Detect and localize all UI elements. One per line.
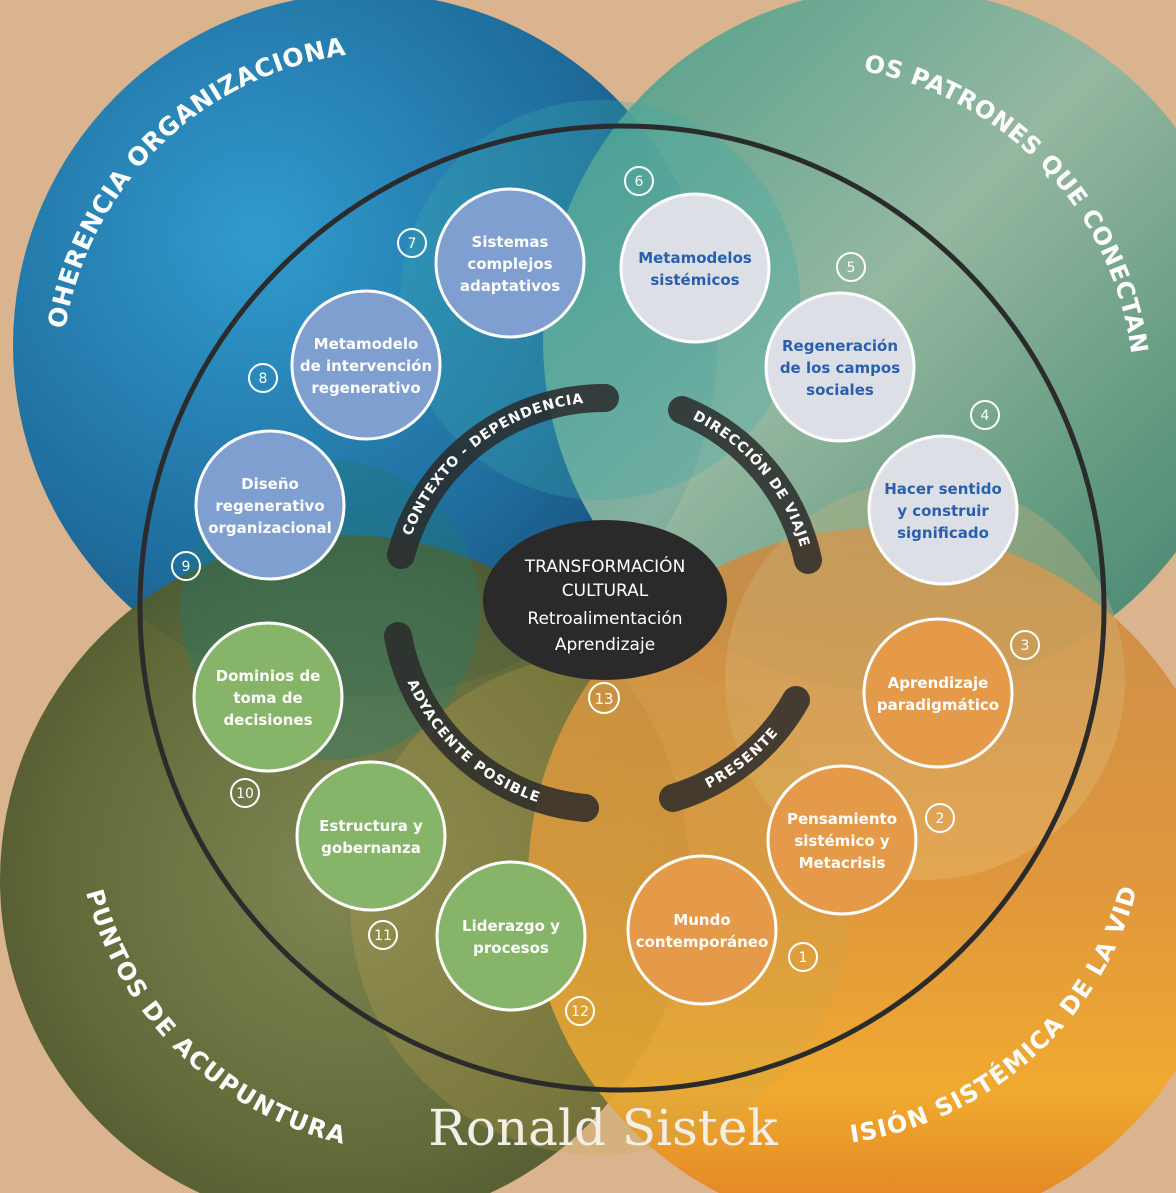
node-circle (862, 617, 1014, 769)
node-6: Metamodelos sistémicos 6 (619, 166, 771, 344)
node-label-line: Hacer sentido (884, 480, 1002, 498)
node-number-badge (836, 252, 866, 282)
node-label-line: Sistemas (472, 233, 549, 251)
node-number: 8 (259, 371, 268, 387)
center-line-4: Aprendizaje (555, 635, 655, 655)
node-label-line: sistémico y (794, 832, 890, 850)
node-circle (434, 187, 586, 339)
node-label-line: Dominios de (216, 667, 321, 685)
center-ellipse (483, 520, 727, 680)
node-4: Hacer sentido y construir significado 4 (867, 400, 1019, 586)
node-number-badge (624, 166, 654, 196)
arc-band-bottom-left (384, 622, 599, 822)
node-9: Diseño regenerativo organizacional 9 (171, 429, 346, 581)
node-number: 3 (1021, 638, 1030, 654)
node-7: Sistemas complejos adaptativos 7 (397, 187, 586, 339)
node-number-badge (788, 942, 818, 972)
center-number-badge (588, 682, 620, 714)
node-number: 9 (182, 559, 191, 575)
center-line-2: CULTURAL (562, 581, 649, 601)
node-circle (295, 760, 447, 912)
node-circle (290, 289, 442, 441)
node-label-line: Metamodelos (638, 249, 752, 267)
node-label-line: significado (897, 524, 989, 542)
node-label-line: complejos (467, 255, 552, 273)
node-number: 2 (936, 811, 945, 827)
node-circle (766, 764, 918, 916)
node-3: Aprendizaje paradigmático 3 (862, 617, 1040, 769)
node-circle (867, 434, 1019, 586)
node-8: Metamodelo de intervención regenerativo 8 (248, 289, 442, 441)
node-2: Pensamiento sistémico y Metacrisis 2 (766, 764, 955, 916)
node-number: 5 (847, 260, 856, 276)
node-label-line: regenerativo (311, 379, 420, 397)
node-number-badge (230, 778, 260, 808)
node-label-line: Liderazgo y (462, 917, 560, 935)
arc-band-bottom-right (659, 686, 810, 812)
node-circle (194, 429, 346, 581)
node-number-badge (565, 996, 595, 1026)
node-label-line: de los campos (780, 359, 900, 377)
node-number: 6 (635, 174, 644, 190)
node-label-line: Mundo (673, 911, 730, 929)
node-label-line: y construir (897, 502, 989, 520)
node-number: 12 (571, 1004, 589, 1020)
node-label-line: organizacional (208, 519, 332, 537)
node-label-line: de intervención (300, 357, 432, 375)
node-number-badge (368, 920, 398, 950)
node-label-line: toma de (233, 689, 302, 707)
node-label-line: Estructura y (319, 817, 423, 835)
node-number-badge (171, 551, 201, 581)
node-label-line: Metamodelo (314, 335, 419, 353)
node-5: Regeneración de los campos sociales 5 (764, 252, 916, 443)
node-label-line: Regeneración (782, 337, 898, 355)
center-line-3: Retroalimentación (527, 609, 682, 629)
node-number: 4 (981, 408, 990, 424)
node-number: 7 (408, 236, 417, 252)
node-12: Liderazgo y procesos 12 (435, 860, 595, 1026)
node-10: Dominios de toma de decisiones 10 (192, 621, 344, 808)
node-label-line: Pensamiento (787, 810, 897, 828)
center-line-1: TRANSFORMACIÓN (524, 555, 686, 577)
node-number: 11 (374, 928, 392, 944)
node-circle (619, 192, 771, 344)
node-label-line: paradigmático (877, 696, 999, 714)
signature: Ronald Sistek (428, 1099, 778, 1157)
node-number-badge (248, 363, 278, 393)
node-label-line: adaptativos (460, 277, 560, 295)
node-circle (435, 860, 587, 1012)
node-label-line: gobernanza (321, 839, 421, 857)
node-number: 10 (236, 786, 254, 802)
center-number: 13 (594, 690, 613, 708)
node-circle (626, 854, 778, 1006)
arc-band-top-left (387, 383, 619, 569)
node-1: Mundo contemporáneo 1 (626, 854, 818, 1006)
node-number-badge (970, 400, 1000, 430)
arc-band-top-right (668, 396, 822, 574)
node-number-badge (397, 228, 427, 258)
node-group: Mundo contemporáneo 1 Pensamiento sistémico … (171, 166, 1040, 1026)
node-label-line: contemporáneo (636, 933, 769, 951)
outer-ring (137, 123, 1107, 1093)
node-number-badge (1010, 630, 1040, 660)
node-label-line: Diseño (241, 475, 299, 493)
node-circle (192, 621, 344, 773)
node-number-badge (925, 803, 955, 833)
node-label-line: Metacrisis (799, 854, 886, 872)
node-label-line: sistémicos (650, 271, 739, 289)
node-circle (764, 291, 916, 443)
node-label-line: sociales (806, 381, 874, 399)
node-label-line: decisiones (223, 711, 312, 729)
node-number: 1 (799, 950, 808, 966)
node-11: Estructura y gobernanza 11 (295, 760, 447, 950)
node-label-line: procesos (473, 939, 549, 957)
node-label-line: regenerativo (215, 497, 324, 515)
node-label-line: Aprendizaje (888, 674, 989, 692)
